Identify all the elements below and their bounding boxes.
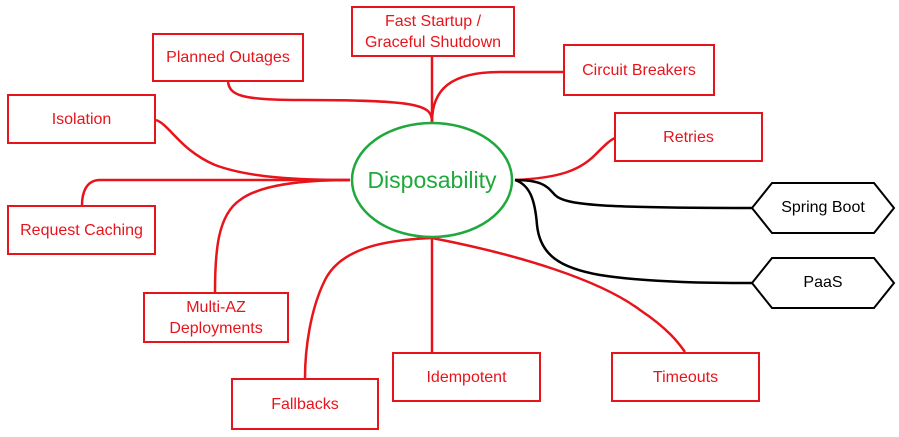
node-isolation: Isolation xyxy=(7,94,156,144)
center-ellipse xyxy=(350,121,514,239)
node-fast-startup: Fast Startup / Graceful Shutdown xyxy=(351,6,515,57)
spring-boot-hexagon xyxy=(750,182,896,234)
node-fallbacks: Fallbacks xyxy=(231,378,379,430)
node-planned-outages: Planned Outages xyxy=(152,33,304,82)
paas-hexagon xyxy=(750,257,896,309)
node-retries: Retries xyxy=(614,112,763,162)
connector-planned-outages xyxy=(226,81,434,123)
connector-multi-az xyxy=(213,178,351,293)
connector-isolation xyxy=(155,118,351,182)
platform-paas: PaaS xyxy=(803,274,843,291)
connector-paas xyxy=(514,178,753,285)
connector-circuit-breakers xyxy=(430,70,565,123)
center-label: Disposability xyxy=(367,166,497,193)
connector-fallbacks xyxy=(303,236,433,379)
connector-request-caching xyxy=(80,178,350,206)
node-timeouts: Timeouts xyxy=(611,352,760,402)
node-idempotent: Idempotent xyxy=(392,352,541,402)
node-multi-az: Multi-AZ Deployments xyxy=(143,292,289,343)
platform-spring-boot: Spring Boot xyxy=(781,199,865,216)
node-circuit-breakers: Circuit Breakers xyxy=(563,44,715,96)
connector-retries xyxy=(514,136,616,182)
node-request-caching: Request Caching xyxy=(7,205,156,255)
connector-timeouts xyxy=(431,236,687,353)
connector-spring-boot xyxy=(514,178,753,210)
